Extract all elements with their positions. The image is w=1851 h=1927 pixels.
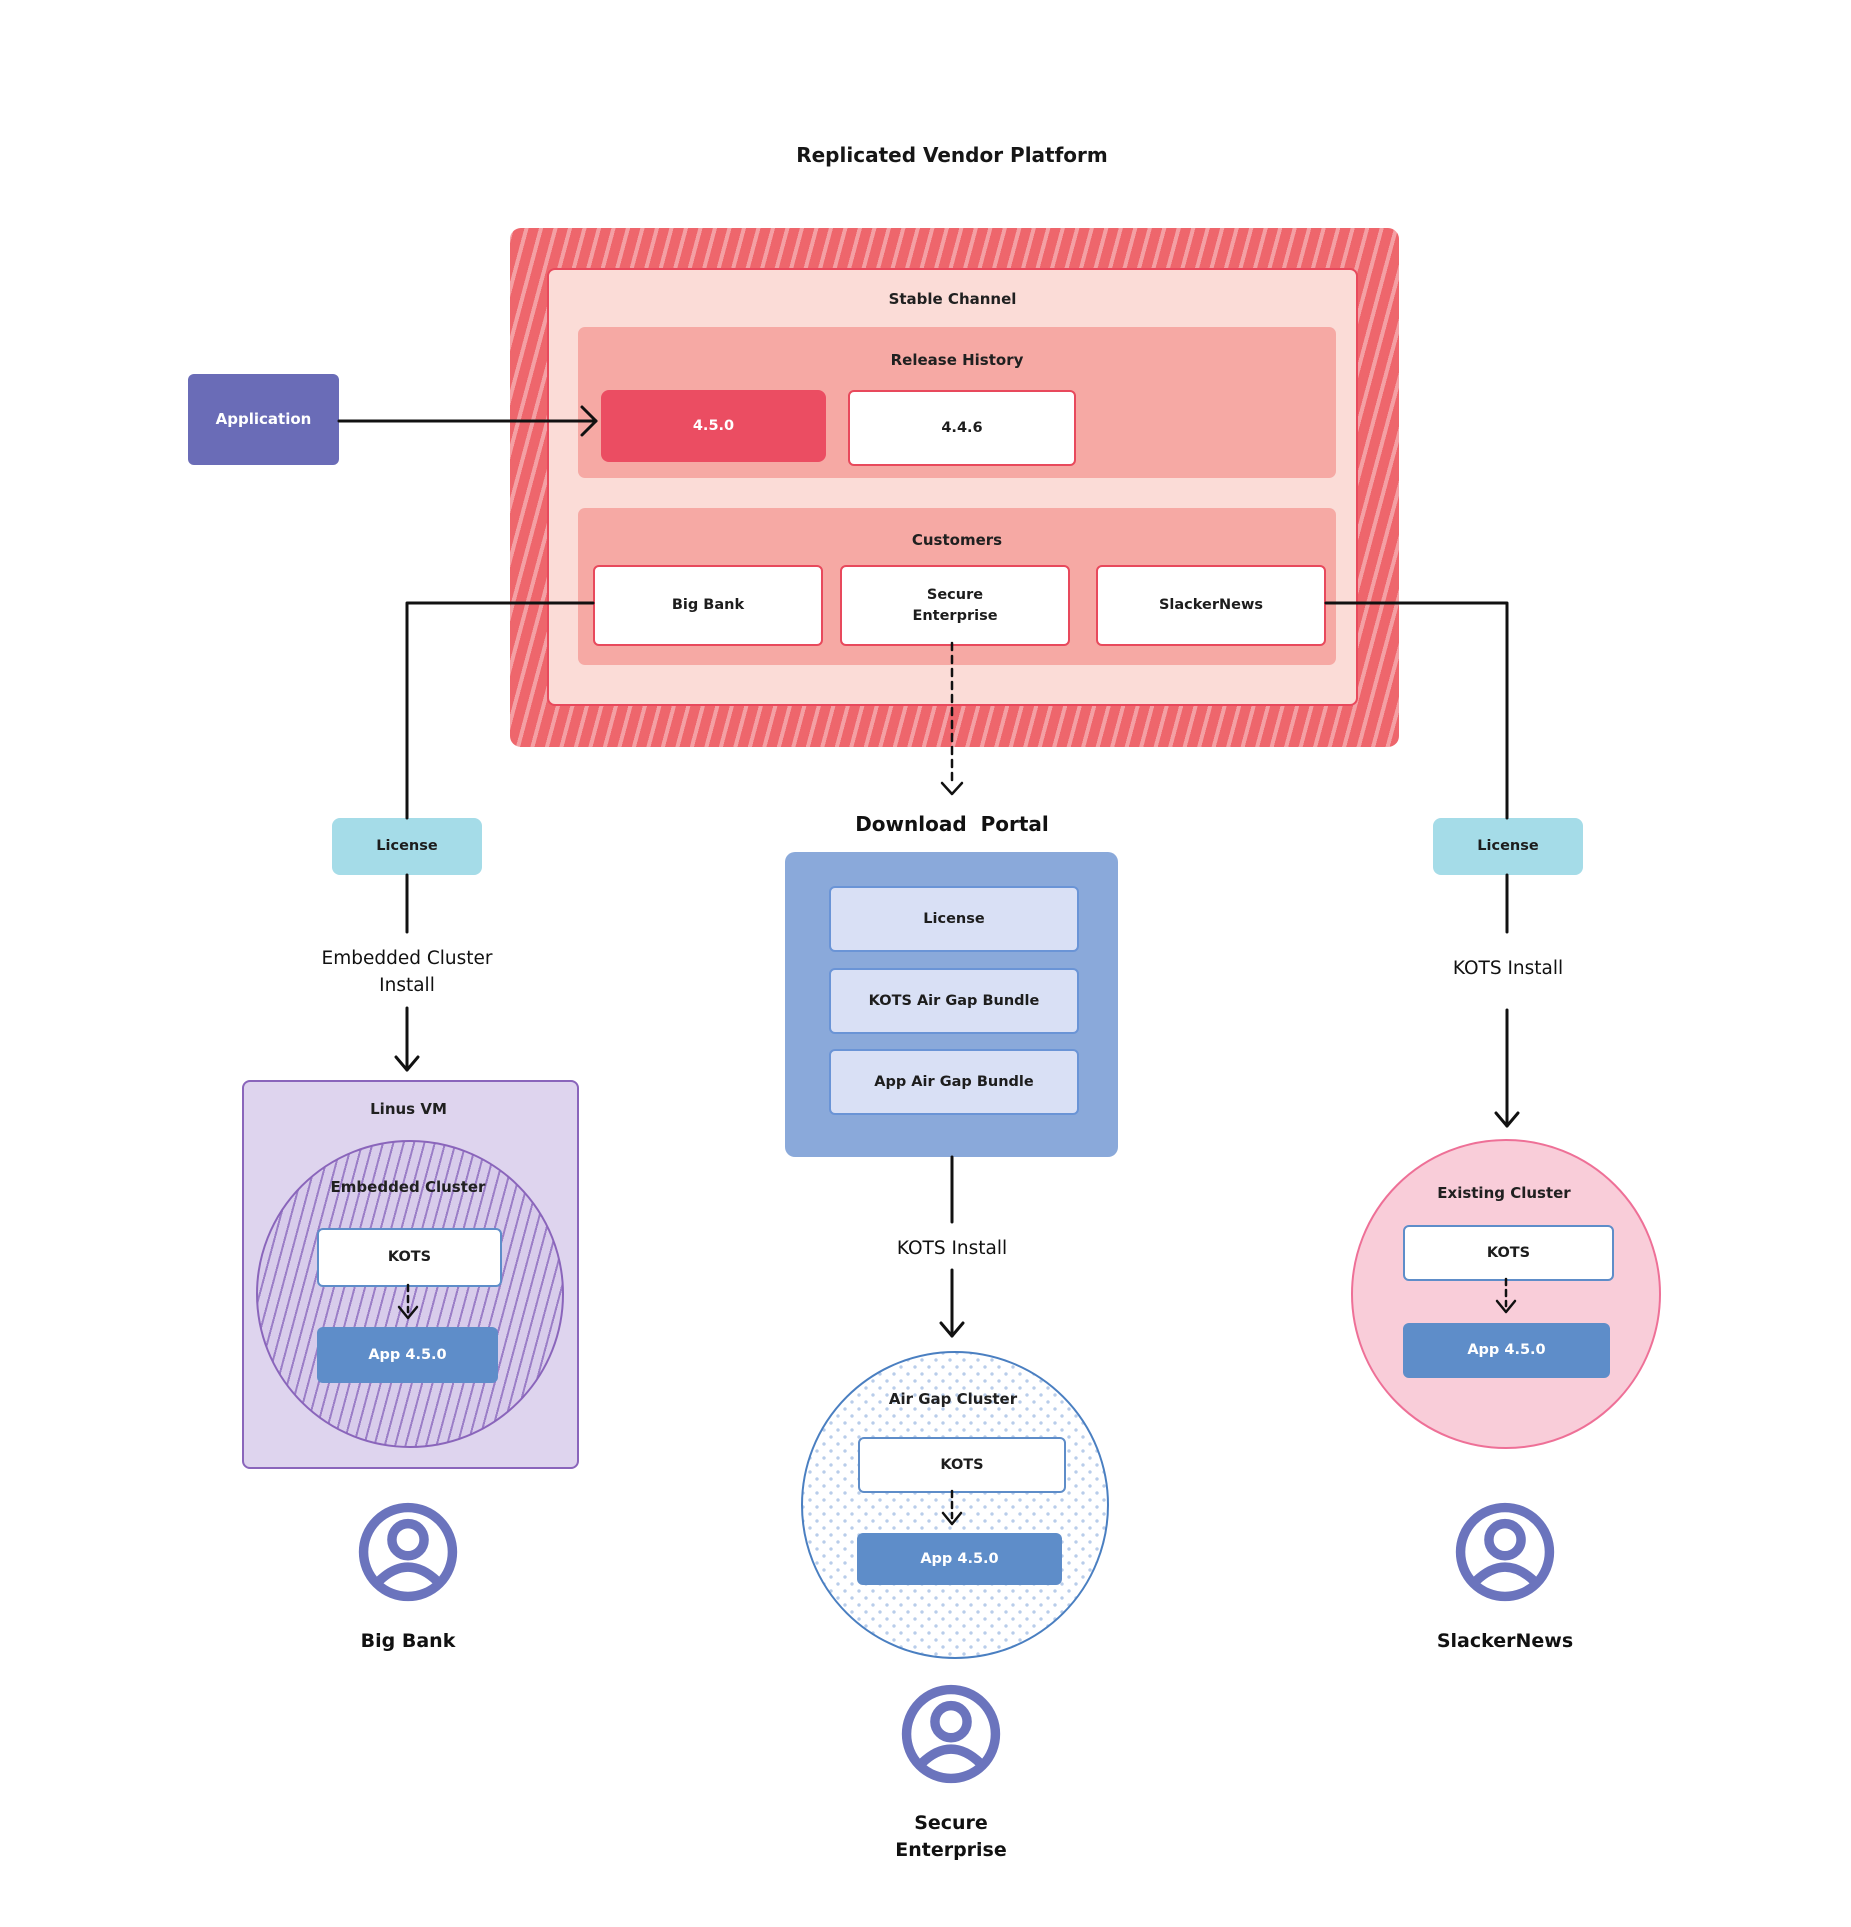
right-kots-label: KOTS [1486, 1244, 1531, 1261]
right-license-box: License [1433, 818, 1583, 875]
linus-vm-label: Linus VM [370, 1100, 447, 1118]
application-label: Application [215, 410, 312, 428]
customer-big-bank-label: Big Bank [671, 597, 745, 613]
release-version-previous-label: 4.4.6 [941, 419, 983, 436]
secure-enterprise-person-label: Secure Enterprise [895, 1812, 1007, 1861]
release-history-label: Release History [890, 351, 1024, 369]
customer-slackernews-label: SlackerNews [1158, 597, 1264, 613]
release-version-previous-box: 4.4.6 [848, 390, 1076, 466]
air-gap-cluster-label: Air Gap Cluster [888, 1390, 1018, 1408]
right-app-label: App 4.5.0 [1467, 1342, 1546, 1358]
center-app-label: App 4.5.0 [920, 1550, 999, 1567]
embedded-cluster-circle [256, 1140, 564, 1448]
page-title: Replicated Vendor Platform [796, 143, 1108, 167]
right-app-box: App 4.5.0 [1403, 1323, 1610, 1378]
big-bank-person-label: Big Bank [360, 1630, 456, 1652]
portal-kots-bundle-label: KOTS Air Gap Bundle [868, 992, 1040, 1009]
customer-big-bank-box: Big Bank [593, 565, 823, 646]
center-app-box: App 4.5.0 [857, 1533, 1062, 1585]
portal-app-bundle-label: App Air Gap Bundle [874, 1073, 1034, 1090]
left-kots-label: KOTS [387, 1249, 432, 1265]
release-version-current-label: 4.5.0 [692, 417, 735, 434]
left-app-box: App 4.5.0 [317, 1327, 498, 1383]
stable-channel-label: Stable Channel [888, 290, 1017, 308]
center-kots-box: KOTS [858, 1437, 1066, 1493]
customer-slackernews-box: SlackerNews [1096, 565, 1326, 646]
left-license-box: License [332, 818, 482, 875]
right-kots-box: KOTS [1403, 1225, 1614, 1281]
portal-license-box: License [829, 886, 1079, 952]
embedded-cluster-label: Embedded Cluster [330, 1178, 486, 1196]
left-license-label: License [376, 838, 438, 854]
slackernews-person-label: SlackerNews [1436, 1630, 1574, 1652]
customers-label: Customers [911, 531, 1003, 549]
customer-secure-enterprise-box: Secure Enterprise [840, 565, 1070, 646]
release-version-current-box: 4.5.0 [601, 390, 826, 462]
portal-license-label: License [923, 910, 985, 927]
right-install-arrowhead-icon [1494, 1111, 1520, 1128]
left-app-label: App 4.5.0 [368, 1346, 447, 1363]
center-kots-label: KOTS [940, 1456, 984, 1473]
embedded-cluster-install-label: Embedded Cluster Install [321, 948, 493, 996]
left-install-arrowhead-icon [394, 1055, 420, 1072]
existing-cluster-label: Existing Cluster [1437, 1184, 1571, 1202]
air-gap-cluster-circle [801, 1351, 1109, 1659]
slackernews-user-icon [1453, 1500, 1557, 1608]
center-kots-install-label: KOTS Install [896, 1238, 1008, 1259]
right-kots-install-label: KOTS Install [1452, 958, 1564, 979]
download-portal-title: Download Portal [855, 812, 1049, 836]
portal-kots-bundle-box: KOTS Air Gap Bundle [829, 968, 1079, 1034]
application-box: Application [188, 374, 339, 465]
left-kots-box: KOTS [317, 1228, 502, 1287]
secure-enterprise-user-icon [899, 1682, 1003, 1790]
secure-enterprise-arrowhead-icon [940, 781, 964, 796]
portal-app-bundle-box: App Air Gap Bundle [829, 1049, 1079, 1115]
center-install-arrowhead-icon [939, 1321, 965, 1338]
right-license-label: License [1477, 838, 1539, 854]
customer-secure-enterprise-label: Secure Enterprise [912, 586, 998, 624]
big-bank-user-icon [356, 1500, 460, 1608]
